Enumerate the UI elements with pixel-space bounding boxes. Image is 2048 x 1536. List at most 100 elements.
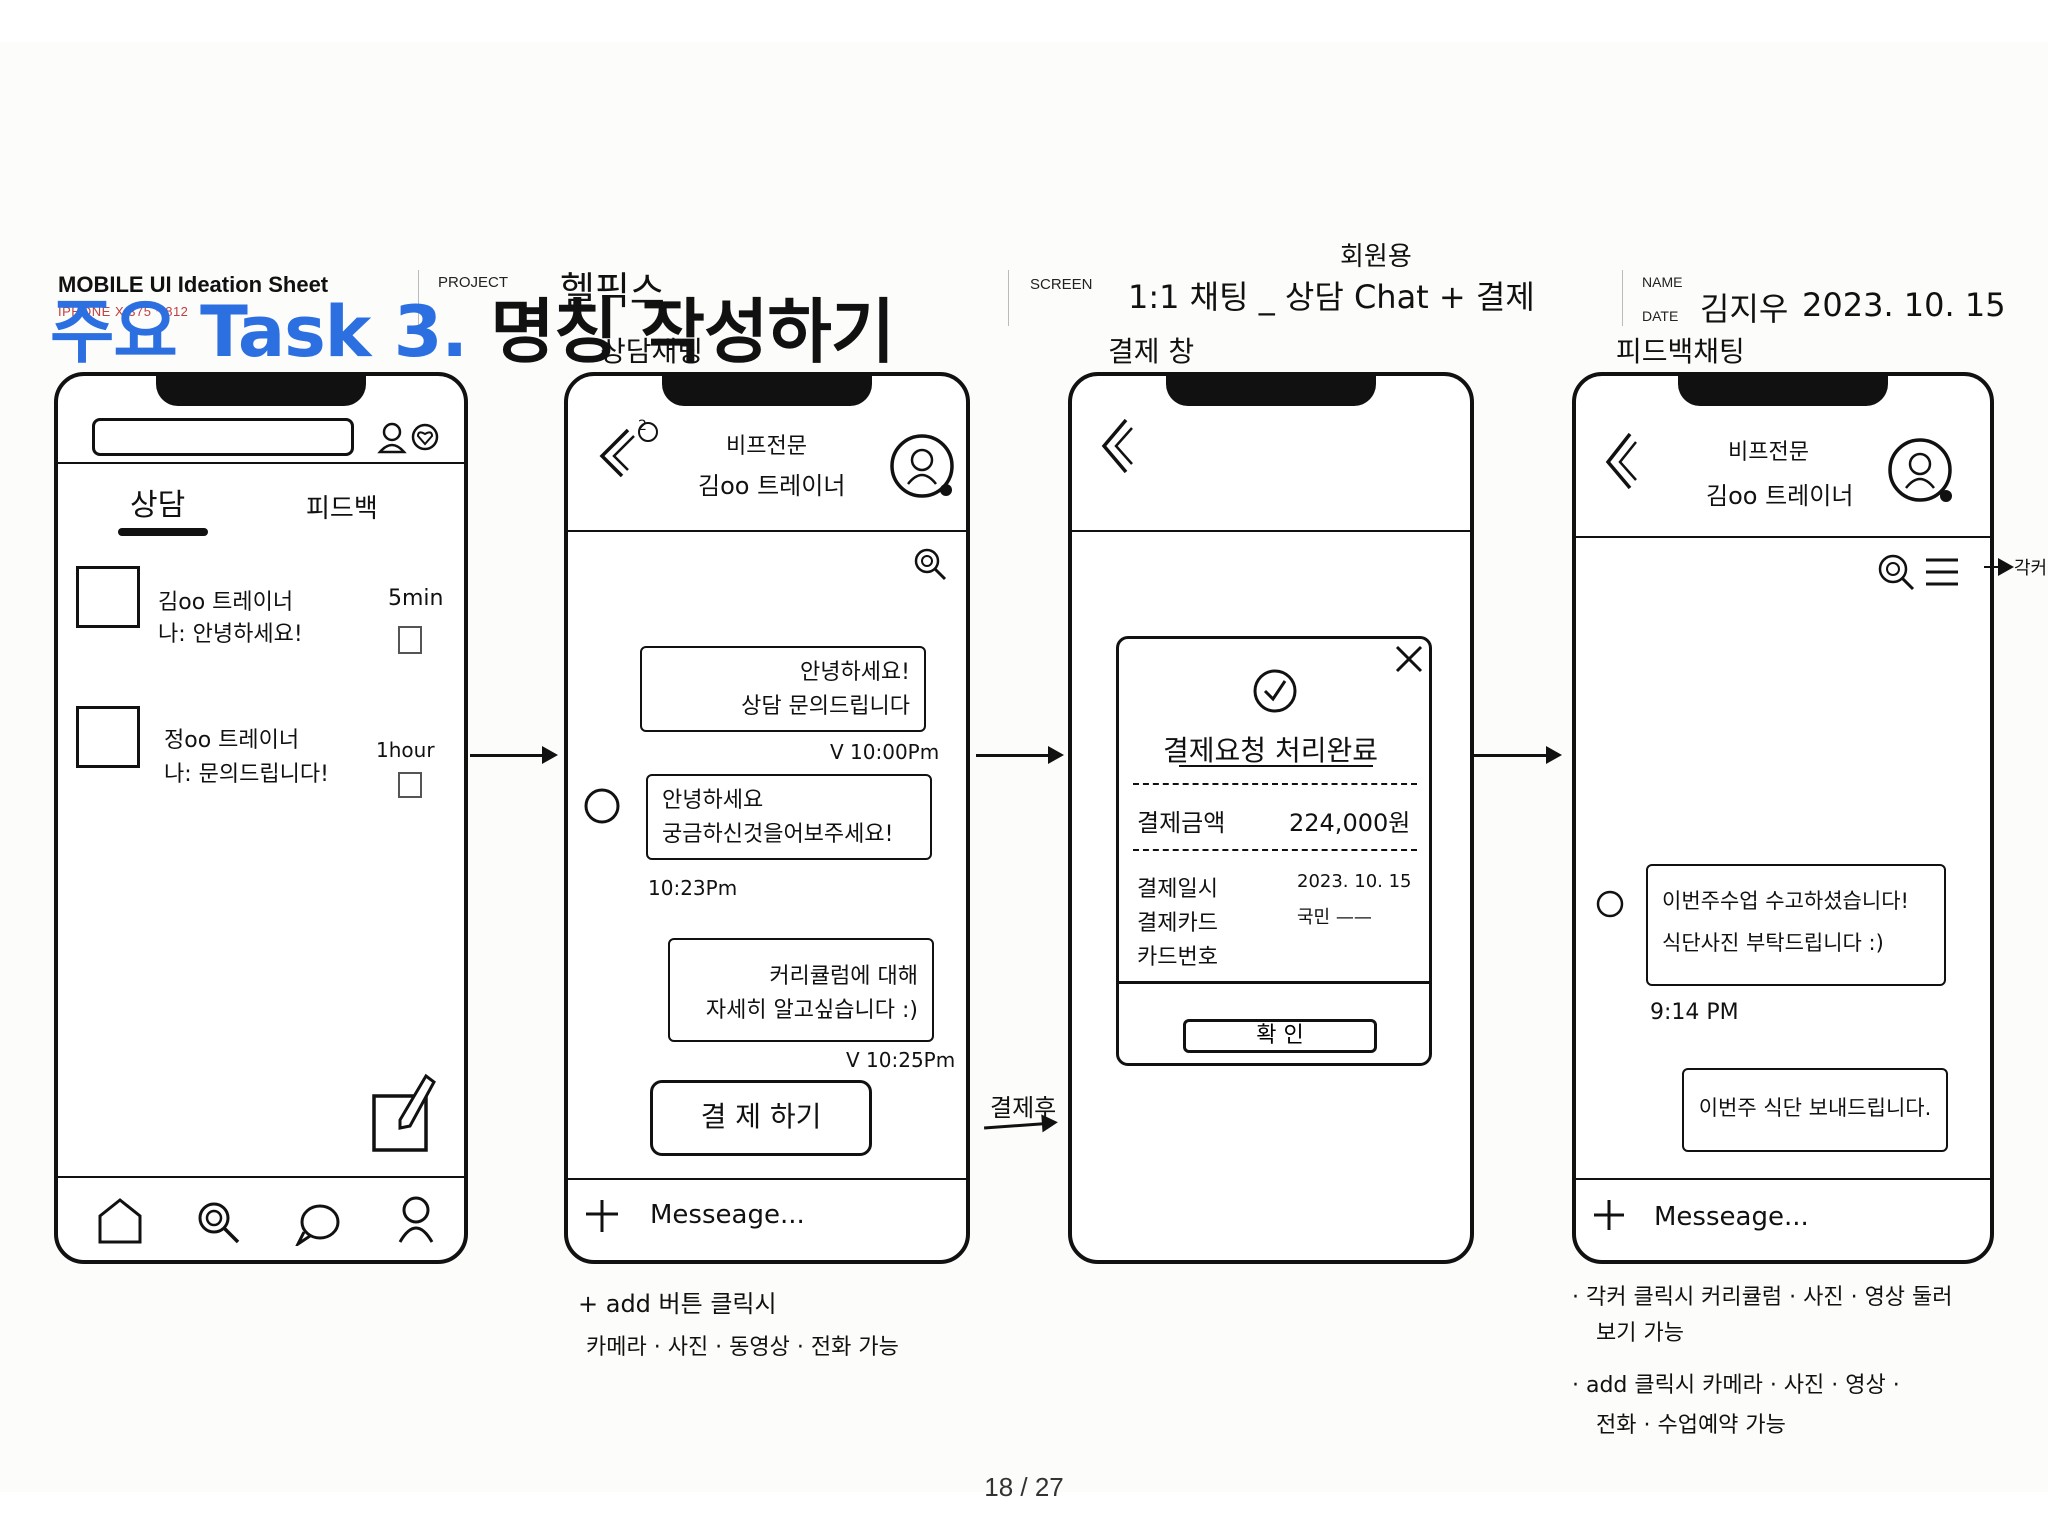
message-text: 이번주 식단 보내드립니다. [1698,1096,1932,1120]
chat-list-item[interactable]: 김oo 트레이너 나: 안녕하세요! 5min [76,566,446,666]
search-icon[interactable] [912,546,948,582]
chat-preview: 나: 안녕하세요! [158,622,303,647]
trainer-name: 김oo 트레이너 [1706,482,1854,510]
avatar [76,706,140,768]
chat-preview: 나: 문의드립니다! [164,762,329,787]
back-icon[interactable] [1598,428,1646,494]
title-underline [1179,765,1373,767]
message-text: 커리큘럼에 대해 [769,964,918,989]
search-bar[interactable] [92,418,354,456]
divider [58,1176,464,1178]
divider [568,530,966,532]
header-subtitle: 비프전문 [726,434,807,459]
message-meta: V 10:25Pm [846,1048,956,1072]
phone-notch [1678,376,1888,406]
avatar [1596,890,1624,918]
message-meta: V 10:00Pm [830,740,940,764]
profile-icon[interactable] [394,1194,438,1246]
note-line: · add 클릭시 카메라 · 사진 · 영상 · [1572,1373,1900,1398]
sent-message: 안녕하세요! 상담 문의드립니다 [640,646,926,732]
chat-name: 김oo 트레이너 [158,590,294,615]
unread-icon [398,772,422,798]
flow-arrow [976,746,1064,764]
sheet-title: MOBILE UI Ideation Sheet [58,272,329,297]
search-icon[interactable] [194,1198,242,1246]
message-meta: 10:23Pm [648,876,738,900]
compose-icon[interactable] [370,1070,438,1154]
note-line: · 각커 클릭시 커리큘럼 · 사진 · 영상 둘러 [1572,1285,1953,1310]
phone-consult-chat: 2 비프전문 김oo 트레이너 안녕하세요! 상담 문의드립니다 V 10:00… [564,372,970,1264]
menu-icon[interactable] [1924,556,1960,588]
confirm-button-label: 확 인 [1256,1023,1304,1048]
note-line: 전화 · 수업예약 가능 [1596,1413,1786,1438]
notification-badge: 2 [638,418,647,434]
divider [1576,536,1990,538]
date-label: DATE [1642,308,1679,324]
search-icon[interactable] [1876,552,1916,592]
chat-name: 정oo 트레이너 [164,728,300,753]
message-meta: 9:14 PM [1650,1000,1739,1025]
method-value: 국민 —— [1297,907,1372,928]
message-text: 상담 문의드립니다 [741,694,910,719]
message-text: 안녕하세요! [799,660,910,685]
name-label: NAME [1642,274,1683,290]
project-value: 헬픽스 [560,269,665,313]
avatar [584,788,620,824]
message-input[interactable]: Messeage... [650,1200,805,1230]
chat-icon[interactable] [294,1202,342,1246]
screen-value: 1:1 채팅 _ 상담 Chat + 결제 [1128,278,1535,316]
divider [1119,981,1429,984]
home-icon[interactable] [96,1196,144,1246]
received-message: 이번주수업 수고하셨습니다! 식단사진 부탁드립니다 :) [1646,864,1946,986]
device-label: IPHONE X 375 * 812 [58,304,189,319]
received-message: 안녕하세요 궁금하신것을어보주세요! [646,774,932,860]
close-icon[interactable] [1391,641,1427,677]
heart-icon[interactable] [410,422,440,452]
amount-label: 결제금액 [1137,809,1226,837]
add-icon[interactable] [1592,1198,1626,1232]
tab-consult[interactable]: 상담 [130,488,186,523]
card-label: 카드번호 [1137,945,1218,970]
unread-icon [398,626,422,654]
name-value: 김지우 [1700,290,1789,328]
active-tab-indicator [118,528,208,536]
phone-payment: 결제요청 처리완료 결제금액 224,000원 결제일시 2023. 10. 1… [1068,372,1474,1264]
caption-screen3: 결제 창 [1108,335,1195,368]
trainer-name: 김oo 트레이너 [698,472,846,500]
back-icon[interactable] [592,420,662,486]
note-line: 보기 가능 [1596,1321,1684,1346]
message-text: 안녕하세요 [662,788,764,813]
chat-list-item[interactable]: 정oo 트레이너 나: 문의드립니다! 1hour [76,706,446,806]
divider [1576,1178,1990,1180]
header-subtitle: 비프전문 [1728,440,1809,465]
caption-screen2: 상담채팅 [600,335,704,368]
slide-title-text: 명칭 작성하기 [490,291,895,373]
project-label: PROJECT [438,274,509,291]
add-icon[interactable] [584,1198,620,1234]
back-icon[interactable] [1092,410,1144,482]
chat-time: 5min [388,586,444,611]
phone-notch [662,376,872,406]
pay-button[interactable]: 결 제 하기 [650,1080,872,1156]
avatar[interactable] [1886,436,1958,508]
confirm-button[interactable]: 확 인 [1183,1019,1377,1053]
method-label: 결제카드 [1137,911,1218,936]
date-value: 2023. 10. 15 [1297,871,1412,892]
payment-modal: 결제요청 처리완료 결제금액 224,000원 결제일시 2023. 10. 1… [1116,636,1432,1066]
avatar[interactable] [888,432,960,504]
profile-add-icon[interactable] [376,420,408,454]
message-text: 궁금하신것을어보주세요! [662,822,894,847]
divider [58,462,464,464]
check-icon [1253,669,1297,713]
caption-screen4: 피드백채팅 [1616,335,1745,368]
message-input[interactable]: Messeage... [1654,1202,1809,1232]
divider [418,270,419,326]
phone-notch [1166,376,1376,406]
dashed-divider [1133,849,1417,851]
tab-feedback[interactable]: 피드백 [306,494,378,524]
divider [1622,270,1623,326]
chat-time: 1hour [376,738,435,762]
date-value: 2023. 10. 15 [1802,286,2006,324]
page-number: 18 / 27 [984,1472,1064,1502]
phone-notch [156,376,366,406]
